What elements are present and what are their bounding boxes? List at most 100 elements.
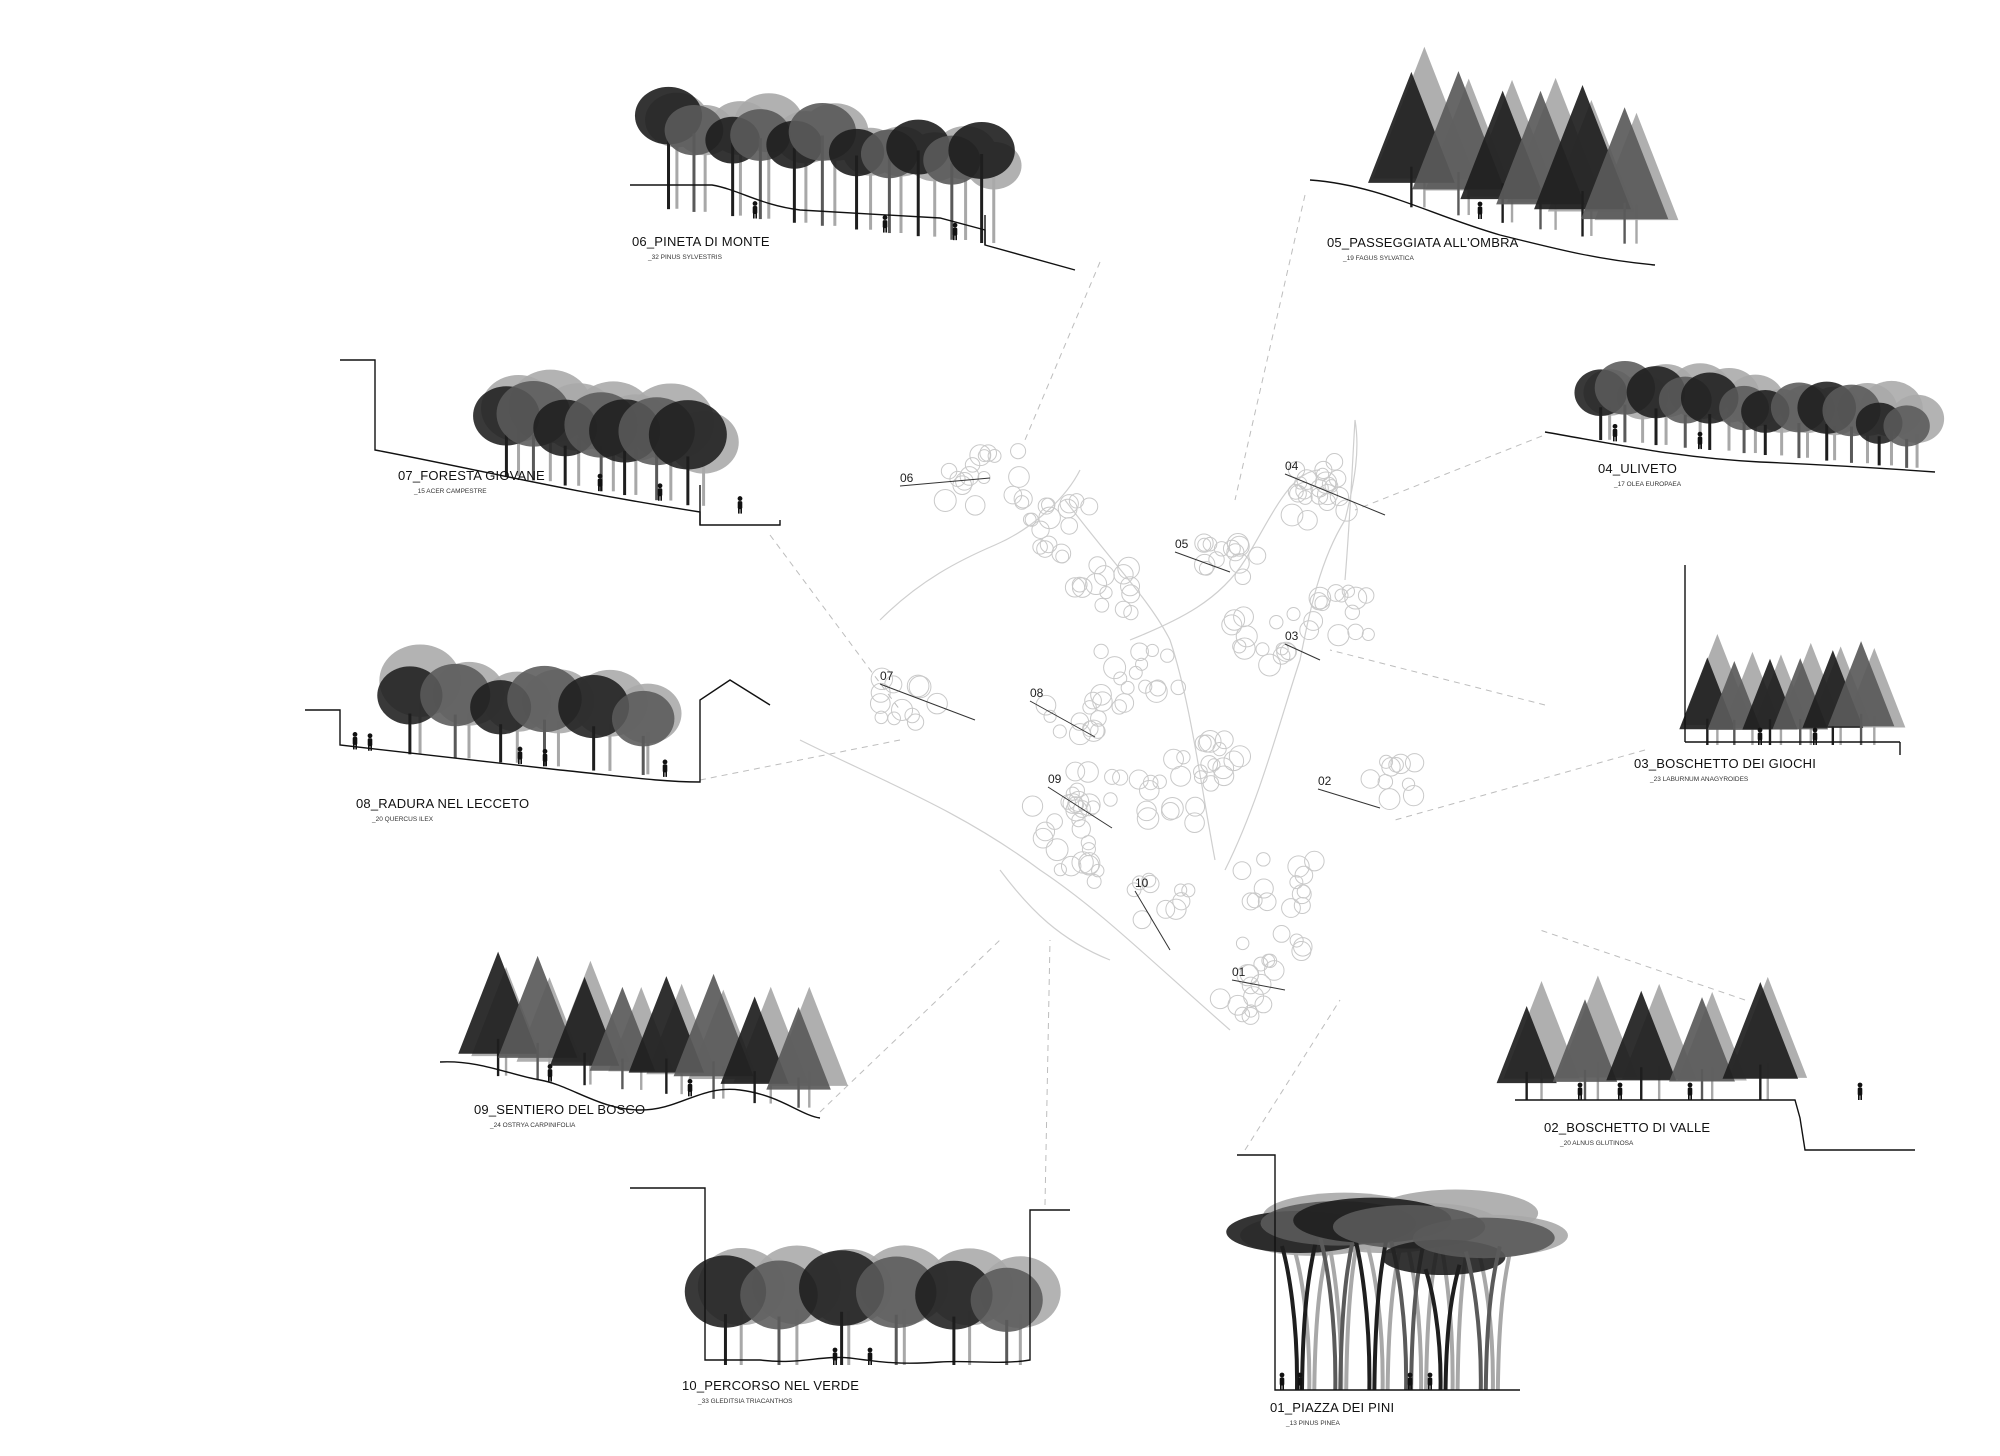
map-tree-icon	[906, 674, 930, 698]
map-tree-icon	[1051, 543, 1072, 564]
map-tree-icon	[1327, 624, 1350, 647]
map-tree-icon	[1207, 758, 1221, 772]
map-tree-icon	[1344, 586, 1368, 610]
section-cut-line	[899, 477, 991, 487]
map-tree-icon	[1082, 719, 1105, 742]
map-tree-icon	[1172, 892, 1191, 911]
map-tree-icon	[1202, 536, 1218, 552]
map-tree-icon	[933, 489, 957, 512]
tree-icon	[766, 1006, 831, 1108]
map-tree-icon	[1297, 490, 1313, 505]
leader-line	[1024, 261, 1101, 441]
map-tree-icon	[1276, 641, 1297, 662]
person-icon	[517, 746, 523, 765]
species-label: _13 PINUS PINEA	[1285, 1420, 1340, 1427]
person-icon	[1612, 423, 1618, 442]
map-tree-icon	[869, 693, 891, 714]
map-tree-icon	[1130, 642, 1149, 662]
map-tree-icon	[1228, 535, 1250, 557]
ground-line	[439, 1061, 821, 1119]
map-tree-icon	[1035, 694, 1057, 716]
map-tree-icon	[1335, 499, 1358, 522]
species-label: _23 LABURNUM ANAGYROIDES	[1649, 776, 1749, 783]
tree-icon	[648, 400, 727, 506]
map-tree-icon	[1360, 769, 1381, 789]
map-tree-icon	[1296, 469, 1318, 490]
map-tree-icon	[906, 713, 925, 731]
map-tree-icon	[1297, 509, 1318, 531]
map-tree-icon	[1299, 620, 1320, 641]
map-tree-icon	[1257, 892, 1277, 912]
map-tree-icon	[1032, 827, 1054, 849]
site-path	[1344, 419, 1358, 581]
map-tree-icon	[1228, 745, 1252, 768]
map-tree-icon	[1085, 572, 1108, 596]
tree-icon	[1580, 107, 1669, 244]
map-tree-icon	[1401, 777, 1416, 791]
map-tree-icon	[1308, 586, 1332, 610]
site-path	[879, 469, 1081, 621]
map-section-number: 04	[1285, 459, 1299, 473]
tree-icon	[497, 955, 578, 1081]
map-tree-icon	[1003, 485, 1023, 505]
map-tree-icon	[1197, 734, 1216, 753]
section-title: 01_PIAZZA DEI PINI	[1270, 1400, 1394, 1415]
tree-icon	[720, 996, 789, 1104]
map-tree-icon	[1324, 479, 1339, 493]
map-tree-icon	[1135, 657, 1149, 671]
map-tree-icon	[1223, 609, 1246, 631]
map-tree-icon	[1244, 1004, 1258, 1018]
map-tree-icon	[1093, 565, 1115, 586]
map-tree-icon	[1202, 775, 1220, 792]
map-tree-icon	[949, 470, 966, 488]
species-label: _32 PINUS SYLVESTRIS	[647, 254, 723, 261]
map-tree-icon	[1082, 700, 1097, 715]
section-10: 10_PERCORSO NEL VERDE_33 GLEDITSIA TRIAC…	[630, 1187, 1070, 1405]
map-tree-icon	[1132, 910, 1152, 930]
map-tree-icon	[1227, 994, 1249, 1016]
map-tree-icon	[1080, 497, 1099, 516]
map-tree-icon	[1327, 584, 1345, 602]
person-icon	[1697, 431, 1703, 450]
section-04: 04_ULIVETO_17 OLEA EUROPAEA	[1544, 360, 1945, 488]
map-tree-icon	[1136, 800, 1157, 822]
section-07-trees	[473, 369, 739, 506]
map-tree-icon	[1357, 587, 1375, 604]
map-tree-icon	[1077, 761, 1099, 783]
site-path	[1064, 499, 1216, 861]
leader-line	[769, 534, 901, 711]
map-tree-icon	[1379, 754, 1394, 769]
map-tree-icon	[1070, 712, 1090, 731]
tree-icon	[948, 122, 1015, 244]
map-section-number: 09	[1048, 772, 1062, 786]
person-icon	[1617, 1082, 1623, 1100]
map-tree-icon	[1090, 683, 1112, 706]
tree-icon	[740, 1260, 818, 1365]
section-08: 08_RADURA NEL LECCETO_20 QUERCUS ILEX	[305, 644, 771, 823]
map-tree-icon	[1246, 892, 1263, 909]
map-tree-icon	[1045, 838, 1069, 862]
map-tree-icon	[1222, 539, 1241, 558]
section-cut-line	[1134, 890, 1171, 951]
map-tree-icon	[1287, 483, 1304, 500]
map-tree-icon	[1141, 872, 1157, 888]
map-tree-icon	[1128, 665, 1143, 680]
map-tree-icon	[1185, 796, 1206, 817]
map-section-number: 02	[1318, 774, 1332, 788]
section-02: 02_BOSCHETTO DI VALLE_20 ALNUS GLUTINOSA	[1496, 975, 1915, 1151]
tree-icon	[1722, 981, 1799, 1100]
map-tree-icon	[1060, 517, 1079, 535]
person-icon	[737, 496, 743, 514]
person-icon	[547, 1064, 553, 1082]
map-tree-icon	[1233, 637, 1256, 660]
map-tree-icon	[1073, 800, 1091, 818]
person-icon	[1297, 1372, 1303, 1390]
ground-line	[1515, 1099, 1915, 1151]
map-tree-icon	[1200, 755, 1219, 773]
tree-icon	[1552, 999, 1618, 1100]
map-tree-icon	[1255, 642, 1270, 657]
map-tree-icon	[1114, 600, 1132, 618]
site-path	[1129, 469, 1321, 641]
map-tree-icon	[1103, 656, 1127, 680]
map-section-number: 01	[1232, 965, 1246, 979]
